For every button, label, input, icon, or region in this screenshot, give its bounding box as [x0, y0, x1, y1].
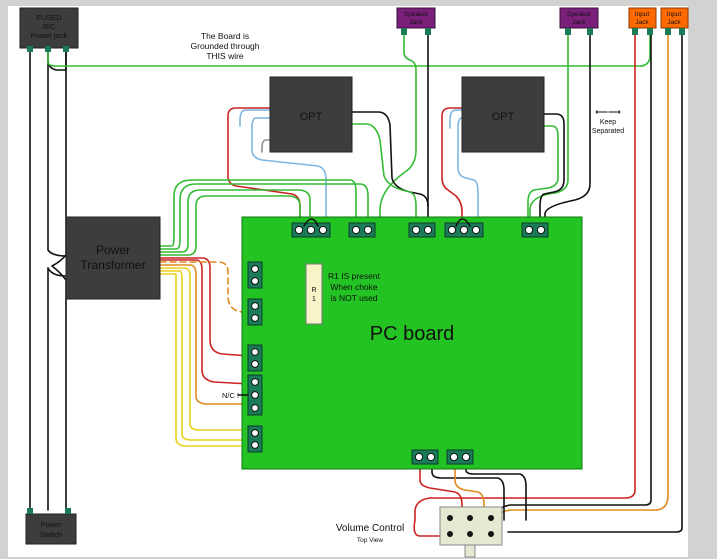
power-switch: Power Switch [25, 508, 77, 545]
iec-label-2: IEC [43, 22, 56, 31]
input-jack-left-label-1: Input [635, 11, 650, 18]
power-transformer: Power Transformer [65, 216, 161, 300]
speaker-jack-right: Speaker Jack [559, 7, 599, 35]
input-jack-right-label-2: Jack [667, 19, 681, 26]
speaker-jack-left-label-1: Speaker [404, 11, 429, 18]
volume-leads [413, 457, 527, 553]
ground-note-1: The Board is [201, 31, 249, 41]
input-jack-right: Input Jack [660, 7, 689, 35]
iec-label-3: Power jack [31, 31, 68, 40]
r1-note-1: R1 IS present [328, 271, 381, 281]
transformer-side-leads [159, 257, 253, 447]
opt-left-leads [227, 107, 429, 225]
input-jack-right-label-1: Input [667, 11, 682, 18]
ground-note-2: Grounded through [191, 41, 260, 51]
power-transformer-label-1: Power [96, 243, 130, 257]
power-switch-label-2: Switch [40, 530, 62, 539]
speaker-jack-right-label-1: Speaker [567, 11, 592, 18]
pc-board: PC board [241, 216, 583, 470]
terminal-blocks-top [291, 218, 549, 238]
opt-left-label: OPT [300, 111, 323, 123]
volume-control-sub: Top View [357, 537, 384, 544]
speaker-jack-right-label-2: Jack [572, 19, 586, 26]
volume-control-label: Volume Control [336, 523, 404, 534]
input-jack-left-label-2: Jack [635, 19, 649, 26]
ground-note: The Board is Grounded through THIS wire [191, 31, 260, 61]
keep-separated-label-1: Keep [600, 119, 616, 126]
mains-wires [29, 47, 67, 511]
nc-note: N/C ! [222, 391, 239, 400]
pc-board-label: PC board [370, 323, 455, 345]
terminal-blocks-bottom [411, 449, 474, 465]
keep-separated-arrow: ⟵⟶ [595, 107, 621, 117]
ground-wire [47, 27, 651, 67]
opt-left: OPT [269, 76, 353, 153]
volume-control: Volume Control Top View [336, 506, 503, 558]
speaker-jack-left: Speaker Jack [396, 7, 436, 35]
input-jack-left: Input Jack [628, 7, 657, 35]
iec-power-jack: FUSED IEC Power jack [19, 7, 79, 52]
iec-label-1: FUSED [36, 13, 62, 22]
power-switch-label-1: Power [40, 520, 62, 529]
ground-note-3: THIS wire [206, 51, 244, 61]
r1-note: R1 IS present When choke is NOT used [328, 271, 381, 303]
r1-label-2: 1 [312, 296, 316, 303]
keep-separated-label-2: Separated [592, 128, 624, 135]
r1-note-2: When choke [330, 282, 378, 292]
opt-right: OPT [461, 76, 545, 153]
power-transformer-label-2: Transformer [81, 258, 146, 272]
r1-note-3: is NOT used [330, 293, 377, 303]
transformer-top-leads [159, 179, 369, 256]
opt-right-label: OPT [492, 111, 515, 123]
terminal-blocks-left [247, 261, 263, 453]
speaker-jack-left-label-2: Jack [409, 19, 423, 26]
r1-label-1: R [311, 287, 316, 294]
keep-separated-note: ⟵⟶ Keep Separated [592, 107, 624, 135]
r1-resistor: R 1 [305, 263, 323, 325]
